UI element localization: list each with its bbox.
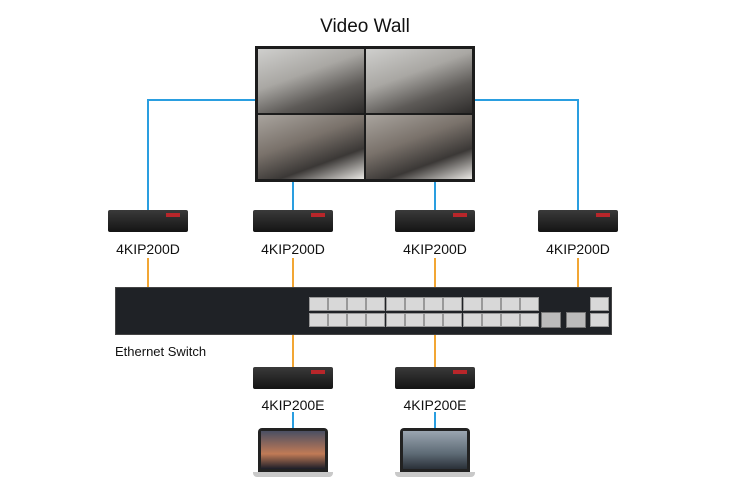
decoder-label: 4KIP200D bbox=[546, 241, 610, 257]
decoder-device bbox=[253, 210, 333, 232]
encoder-device bbox=[395, 367, 475, 389]
switch-label: Ethernet Switch bbox=[115, 344, 207, 359]
encoder-label: 4KIP200E bbox=[403, 397, 467, 413]
decoder-label: 4KIP200D bbox=[403, 241, 467, 257]
wall-tile bbox=[258, 115, 364, 179]
video-wall bbox=[255, 46, 475, 182]
laptop bbox=[253, 428, 333, 477]
wall-tile bbox=[366, 115, 472, 179]
decoder-device bbox=[538, 210, 618, 232]
video-link-1 bbox=[147, 99, 255, 210]
decoder-label: 4KIP200D bbox=[116, 241, 180, 257]
video-wall-title: Video Wall bbox=[320, 16, 410, 37]
video-link-4 bbox=[475, 99, 579, 210]
laptop bbox=[395, 428, 475, 477]
encoder-label: 4KIP200E bbox=[261, 397, 325, 413]
encoder-device bbox=[253, 367, 333, 389]
decoder-device bbox=[108, 210, 188, 232]
ethernet-switch bbox=[115, 287, 612, 335]
decoder-device bbox=[395, 210, 475, 232]
wall-tile bbox=[258, 49, 364, 113]
decoder-label: 4KIP200D bbox=[261, 241, 325, 257]
wall-tile bbox=[366, 49, 472, 113]
